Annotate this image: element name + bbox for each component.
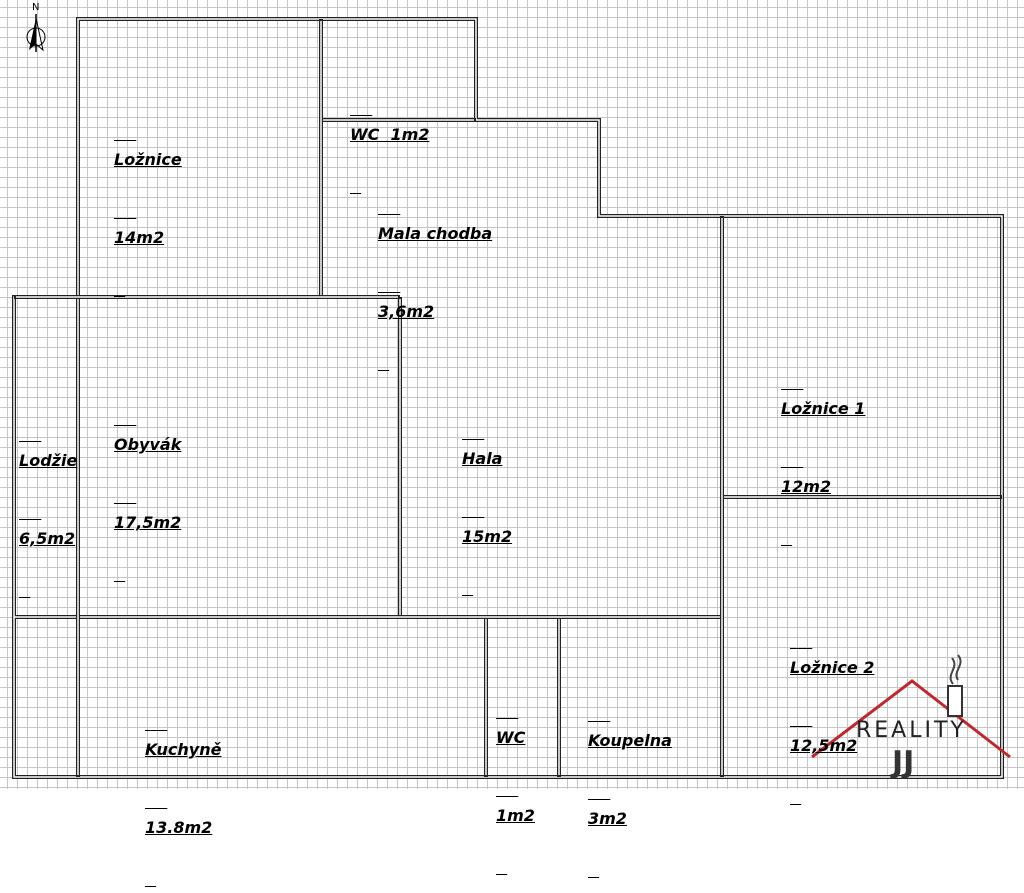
inner-wall-lines <box>16 21 1000 775</box>
room-label-hala: Hala 15m2 <box>462 394 512 602</box>
room-name: Koupelna <box>588 731 672 750</box>
walls-layer <box>12 14 1011 779</box>
room-label-kuchyne: Kuchyně 13.8m2 <box>145 685 221 893</box>
room-area: 14m2 <box>114 228 165 247</box>
room-label-loznice-2: Ložnice 2 12,5m2 <box>790 603 874 811</box>
room-area: 3m2 <box>588 809 627 828</box>
room-area: 15m2 <box>462 527 513 546</box>
room-label-wc-bottom: WC 1m2 <box>496 673 535 881</box>
room-label-wc-top: WC 1m2 <box>350 70 429 200</box>
room-area: 12m2 <box>781 477 832 496</box>
floor-plan: Ložnice 14m2 WC 1m2 Mala chodba 3,6m2 Lo… <box>0 0 1024 837</box>
room-area: 6,5m2 <box>19 529 76 548</box>
room-label-loznice: Ložnice 14m2 <box>114 95 182 303</box>
room-name: Hala <box>462 449 503 468</box>
room-name: Ložnice 2 <box>790 658 875 677</box>
outer-wall-lodzie <box>12 617 78 779</box>
room-label-lodzie: Lodžie 6,5m2 <box>19 396 77 604</box>
reality-jj-logo <box>811 654 1011 759</box>
room-area: 17,5m2 <box>114 513 182 532</box>
compass-label: N <box>32 2 40 13</box>
logo-text: REALITY <box>856 718 967 743</box>
room-label-mala-chodba: Mala chodba 3,6m2 <box>378 169 492 377</box>
room-area: 12,5m2 <box>790 736 858 755</box>
logo-initials: JJ <box>892 745 915 780</box>
room-label-obyvak: Obyvák 17,5m2 <box>114 380 181 588</box>
room-name: WC 1m2 <box>350 125 430 144</box>
room-name: Kuchyně <box>145 740 222 759</box>
room-name: Mala chodba <box>378 224 493 243</box>
room-label-koupelna: Koupelna 3m2 <box>588 676 672 884</box>
room-area: 3,6m2 <box>378 302 435 321</box>
room-area: 1m2 <box>496 806 535 825</box>
north-arrow-icon <box>26 14 46 52</box>
room-name: Obyvák <box>114 435 182 454</box>
room-name: WC <box>496 728 526 747</box>
room-name: Ložnice <box>114 150 182 169</box>
room-area: 13.8m2 <box>145 818 213 837</box>
room-name: Lodžie <box>19 451 78 470</box>
room-name: Ložnice 1 <box>781 399 866 418</box>
room-label-loznice-1: Ložnice 1 12m2 <box>781 344 865 552</box>
